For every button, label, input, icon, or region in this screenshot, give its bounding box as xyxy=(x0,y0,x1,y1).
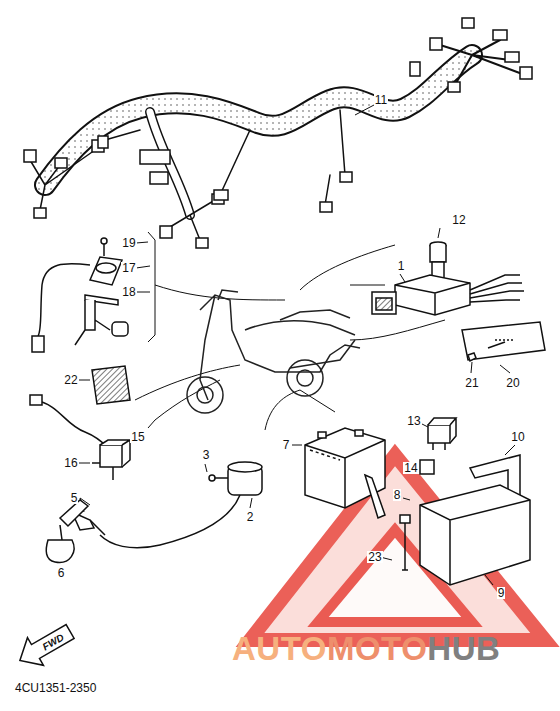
wire-harness xyxy=(24,18,532,248)
callout-number: 18 xyxy=(121,286,136,298)
callout-number: 8 xyxy=(393,489,402,501)
fuel-sender xyxy=(32,238,128,352)
callout-number: 2 xyxy=(246,511,255,523)
reflector xyxy=(462,322,545,361)
watermark: AUTOMOTOHUB xyxy=(232,632,500,665)
watermark-text: MOTO xyxy=(327,632,427,665)
callout-number: 23 xyxy=(367,551,382,563)
callout-number: 5 xyxy=(70,492,79,504)
callout-number: 11 xyxy=(374,94,388,106)
direction-label: FWD xyxy=(40,631,65,652)
callout-number: 22 xyxy=(63,374,78,386)
callout-number: 1 xyxy=(397,260,406,272)
scooter-outline xyxy=(187,290,360,413)
battery-box xyxy=(365,418,530,585)
callout-number: 12 xyxy=(451,214,466,226)
diagram-code: 4CU1351-2350 xyxy=(15,682,96,694)
callout-number: 21 xyxy=(464,377,479,389)
callout-number: 7 xyxy=(282,439,291,451)
callout-number: 16 xyxy=(63,457,78,469)
watermark-text: AUTO xyxy=(232,632,327,665)
callout-number: 10 xyxy=(510,431,525,443)
arrow-shape xyxy=(12,618,78,675)
callout-number: 15 xyxy=(130,431,145,443)
callout-number: 13 xyxy=(406,415,421,427)
callout-number: 6 xyxy=(57,567,66,579)
ignition-coil xyxy=(46,462,262,562)
callout-number: 9 xyxy=(497,587,506,599)
callout-number: 20 xyxy=(505,377,520,389)
callout-number: 14 xyxy=(403,462,418,474)
cdi-unit xyxy=(372,275,524,315)
watermark-text: HUB xyxy=(427,632,500,665)
callout-number: 17 xyxy=(121,262,136,274)
relay-part xyxy=(30,395,130,480)
watermark-triangle xyxy=(250,455,545,640)
arrow-body: FWD xyxy=(31,625,74,659)
plate-part xyxy=(92,366,130,404)
callout-number: 3 xyxy=(202,449,211,461)
callout-number: 19 xyxy=(121,237,136,249)
direction-arrow: FWD xyxy=(9,615,81,677)
